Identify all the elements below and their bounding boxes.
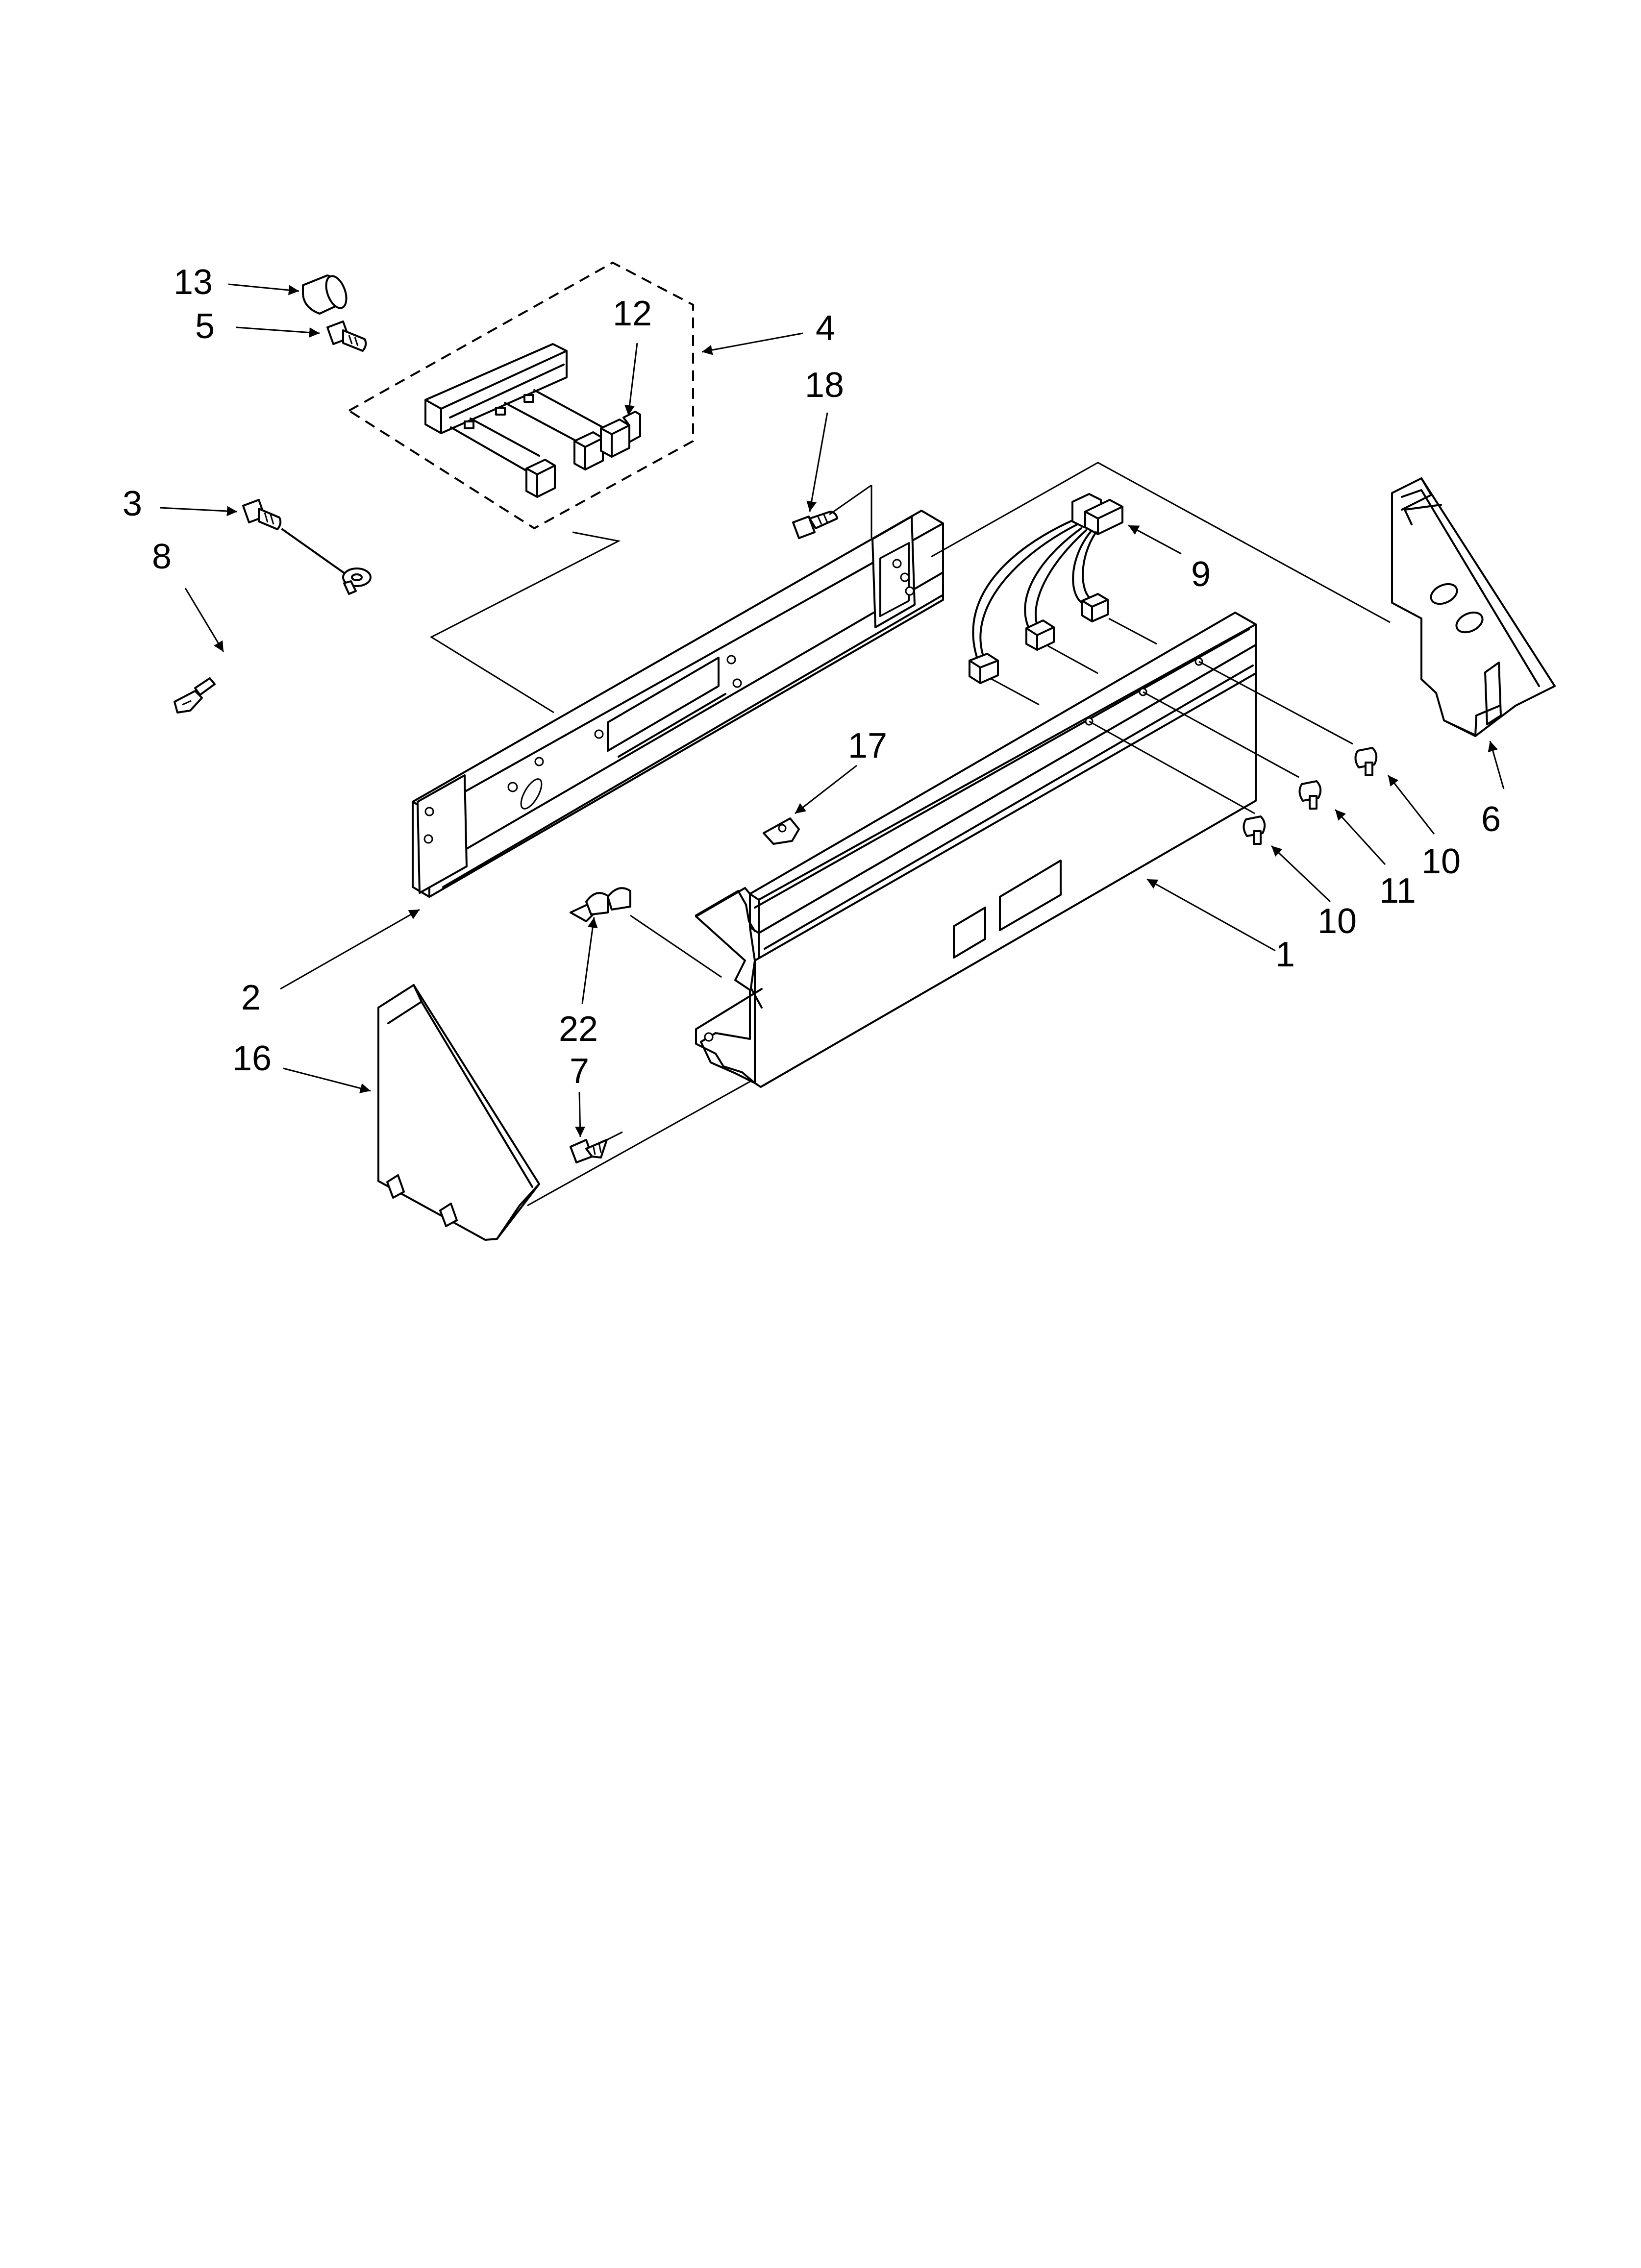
callout-10-lower: 10 [1318, 902, 1357, 941]
screw-part-5 [326, 320, 367, 352]
screw-part-10-lower [1243, 815, 1266, 845]
callout-11: 11 [1379, 871, 1416, 911]
clip-part-22 [570, 887, 631, 922]
callout-16: 16 [232, 1039, 272, 1078]
callout-labels: 13 5 12 4 18 3 8 9 17 10 11 10 6 1 2 22 … [123, 263, 1501, 1091]
screw-part-10-upper [1354, 747, 1378, 776]
wire-harness-part-9 [931, 462, 1391, 706]
screw-part-11 [1298, 780, 1322, 810]
callout-6: 6 [1481, 800, 1501, 839]
clip-part-8 [174, 677, 216, 714]
screw-part-3 [242, 499, 372, 595]
callout-7: 7 [570, 1052, 589, 1091]
console-panel-part-1 [527, 612, 1353, 1207]
callout-5: 5 [195, 307, 215, 346]
callout-3: 3 [123, 484, 142, 523]
callout-2: 2 [241, 978, 261, 1017]
callout-13: 13 [174, 263, 213, 302]
callout-9: 9 [1191, 555, 1211, 594]
callout-22: 22 [559, 1010, 598, 1049]
callout-12: 12 [613, 294, 652, 333]
callout-4: 4 [816, 309, 835, 348]
screw-part-18 [792, 511, 838, 539]
callout-17: 17 [848, 726, 887, 765]
screw-part-7 [570, 1131, 623, 1163]
knob-part-13 [302, 274, 348, 315]
callout-18: 18 [805, 366, 844, 405]
callout-10-upper: 10 [1421, 842, 1461, 881]
callout-arrows [159, 283, 1505, 1137]
clip-part-17 [763, 817, 800, 845]
end-cap-part-16 [377, 984, 540, 1241]
end-cap-part-6 [1391, 477, 1556, 737]
bracket-part-2 [412, 484, 944, 898]
switch-assembly-part-4 [348, 261, 694, 530]
callout-8: 8 [152, 537, 172, 576]
callout-1: 1 [1275, 935, 1295, 974]
